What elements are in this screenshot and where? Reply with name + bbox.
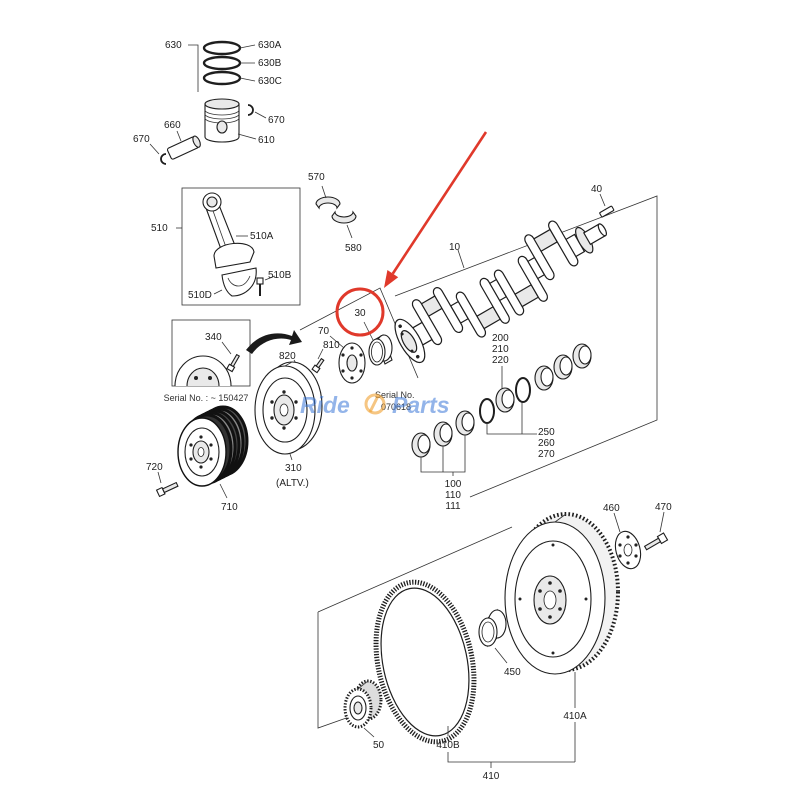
highlight-annotation: 30 <box>335 131 488 337</box>
bearing-shell-lower-rod <box>331 210 357 239</box>
label-570: 570 <box>308 172 325 183</box>
label-670-left: 670 <box>133 134 150 145</box>
highlight-circle <box>335 287 385 337</box>
flywheel-housing-bolt <box>643 511 669 551</box>
label-40: 40 <box>591 184 603 195</box>
label-110: 110 <box>445 490 461 501</box>
label-510d: 510D <box>188 290 212 301</box>
highlight-arrow-shaft <box>391 131 488 275</box>
main-bearings-lower <box>411 410 475 476</box>
flywheel <box>504 512 620 675</box>
label-580: 580 <box>345 243 362 254</box>
label-111: 111 <box>445 501 461 512</box>
label-670-right: 670 <box>268 115 285 126</box>
flywheel-dimension-lines <box>447 672 576 768</box>
ring-gear <box>373 579 477 745</box>
serial-note-plate-value: 070618 <box>381 402 411 412</box>
connecting-rod <box>202 192 255 269</box>
watermark: Ride Parts <box>300 392 450 418</box>
thrust-washers <box>479 377 537 435</box>
label-450: 450 <box>504 667 521 678</box>
serial-note-plate-label: Serial No. <box>375 390 415 400</box>
flywheel-sleeve <box>478 608 508 664</box>
label-710: 710 <box>221 502 238 513</box>
connecting-rod-box <box>176 187 301 306</box>
serial-note-damper: Serial No. : ~ 150427 <box>164 393 249 403</box>
label-310-note: (ALTV.) <box>276 478 309 489</box>
label-410b: 410B <box>436 740 460 751</box>
watermark-brand-right: Parts <box>392 392 450 418</box>
label-210: 210 <box>492 344 509 355</box>
damper-serial-box <box>171 319 251 387</box>
highlight-arrow-head <box>384 270 399 288</box>
alternator-pulley <box>254 361 323 461</box>
label-220: 220 <box>492 355 509 366</box>
pinion-gear <box>343 679 383 738</box>
label-30: 30 <box>354 308 366 319</box>
piston-pin <box>166 130 201 160</box>
bearing-shell-upper-rod <box>315 185 341 210</box>
label-720: 720 <box>146 462 163 473</box>
reference-arrow <box>246 330 302 354</box>
snap-ring-right <box>247 104 267 119</box>
label-410a: 410A <box>563 711 587 722</box>
label-460: 460 <box>603 503 620 514</box>
leader-10 <box>457 249 465 269</box>
snap-ring-left <box>149 143 167 165</box>
label-630a: 630A <box>258 40 282 51</box>
label-660: 660 <box>164 120 181 131</box>
label-100: 100 <box>445 479 462 490</box>
damper-pulley <box>177 405 249 499</box>
label-260: 260 <box>538 438 555 449</box>
label-820: 820 <box>279 351 296 362</box>
connecting-rod-bolt <box>256 275 276 296</box>
label-250: 250 <box>538 427 555 438</box>
watermark-brand-left: Ride <box>300 392 350 418</box>
crankshaft <box>394 220 608 364</box>
piston-ring-set <box>188 40 256 92</box>
crankshaft-pin <box>599 193 615 218</box>
label-50: 50 <box>373 740 385 751</box>
label-310: 310 <box>285 463 302 474</box>
label-610: 610 <box>258 135 275 146</box>
label-630: 630 <box>165 40 182 51</box>
damper-bolt <box>155 471 179 498</box>
label-510b: 510B <box>268 270 292 281</box>
label-340: 340 <box>205 332 222 343</box>
label-630b: 630B <box>258 58 282 69</box>
connecting-rod-cap <box>213 267 257 297</box>
label-810: 810 <box>323 340 340 351</box>
thrust-plate <box>329 335 366 384</box>
label-270: 270 <box>538 449 555 460</box>
crankshaft-sleeve <box>363 321 393 366</box>
label-510a: 510A <box>250 231 274 242</box>
label-470: 470 <box>655 502 672 513</box>
label-630c: 630C <box>258 76 282 87</box>
label-10: 10 <box>449 242 461 253</box>
label-510: 510 <box>151 223 168 234</box>
label-70: 70 <box>318 326 330 337</box>
main-bearings-upper <box>495 343 592 413</box>
label-410: 410 <box>483 771 500 782</box>
flywheel-group-outline <box>317 526 513 729</box>
flywheel-plate <box>613 512 642 570</box>
front-bolt <box>311 348 325 374</box>
piston <box>204 98 257 143</box>
label-200: 200 <box>492 333 509 344</box>
